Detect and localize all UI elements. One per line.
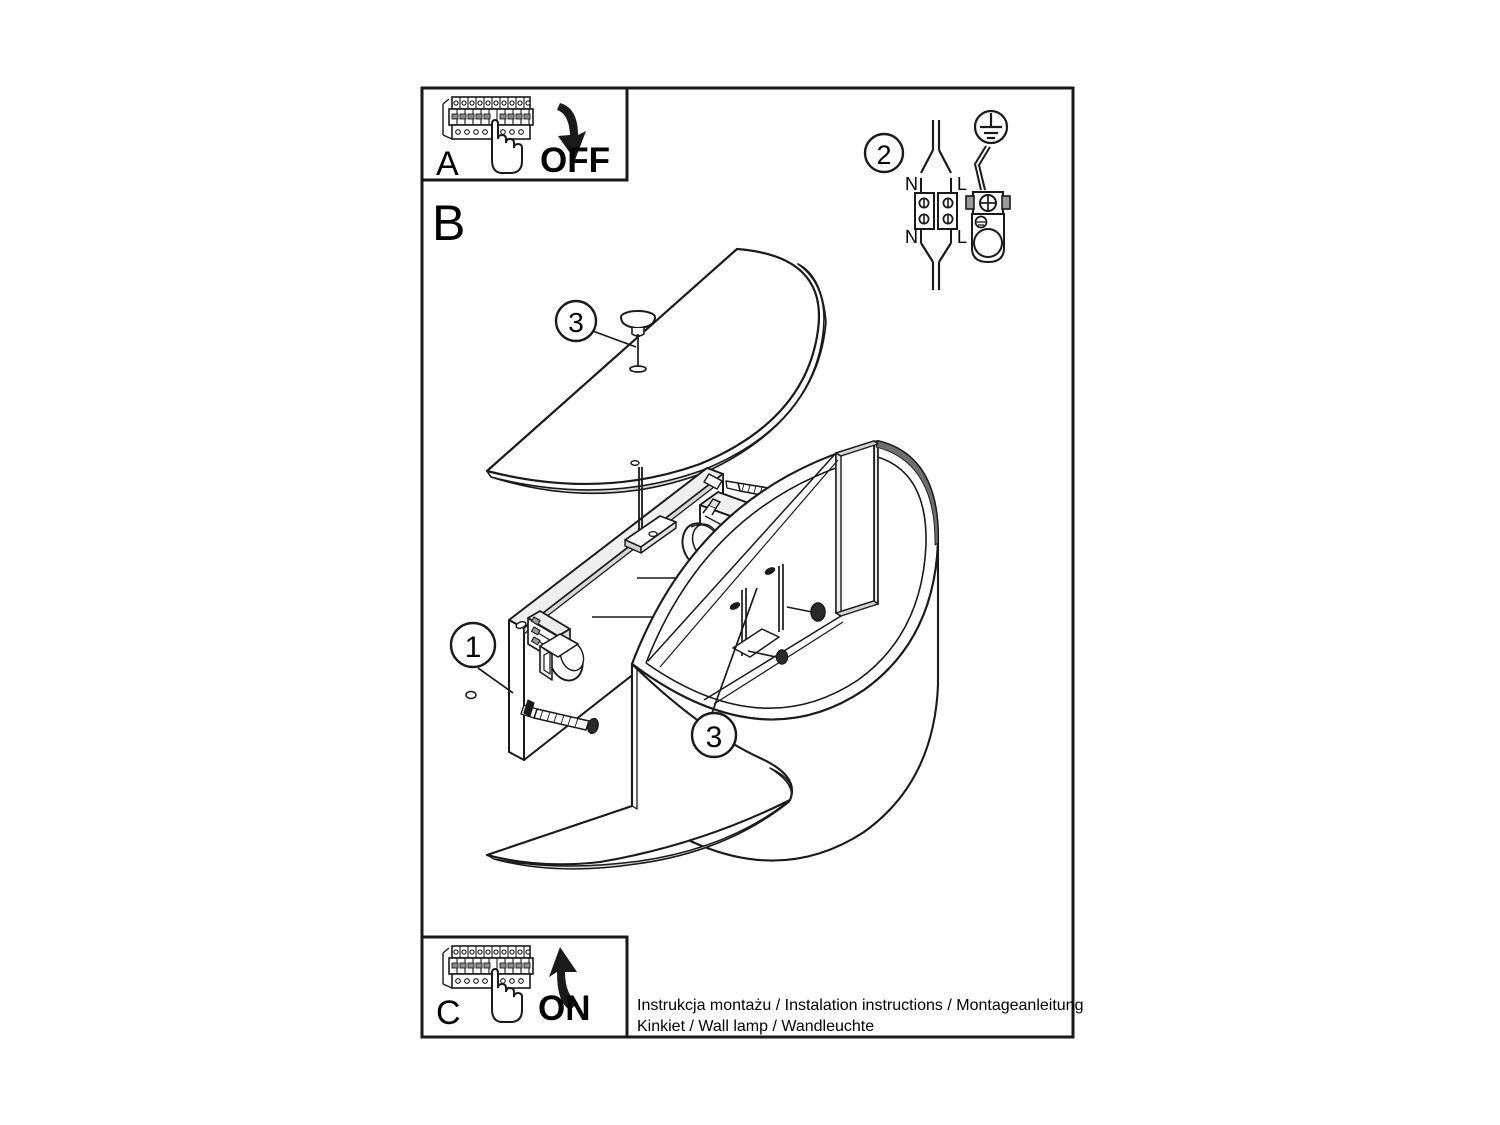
top-shade-thumbscrew [620, 310, 656, 373]
earth-ground-symbol-icon [973, 109, 1009, 145]
screw-lower [465, 690, 599, 735]
panel-2-group: 2 N L N [863, 109, 1011, 290]
caption-line-2: Kinkiet / Wall lamp / Wandleuchte [637, 1018, 874, 1035]
callout-3-lower-number: 3 [706, 721, 723, 754]
panel-a-box [420, 86, 629, 182]
panel-c-label: C [436, 994, 461, 1032]
hand-pointing-icon [491, 118, 523, 174]
earth-wire [973, 145, 991, 191]
plate-terminal-block [515, 610, 585, 682]
circuit-breaker-panel-icon-c [442, 945, 534, 989]
panel-c-action-text: ON [538, 989, 591, 1028]
curved-arrow-up-icon [549, 947, 578, 1010]
caption-line-1: Instrukcja montażu / Instalation instruc… [637, 997, 1083, 1014]
terminal-label-n-bottom: N [905, 227, 918, 247]
panel-a-label: A [436, 145, 459, 183]
terminal-label-n-top: N [905, 174, 918, 194]
terminal-block-icon [914, 120, 958, 290]
terminal-label-l-bottom: L [957, 227, 967, 247]
panel-a-action-text: OFF [540, 141, 610, 180]
panel-c-box [420, 935, 629, 1039]
sheet-border [420, 86, 1075, 1039]
bottom-shade-part [485, 662, 793, 870]
shade-thumbscrew-right [786, 602, 826, 622]
callout-1: 1 [449, 621, 514, 694]
callout-3-upper: 3 [554, 299, 637, 348]
circuit-breaker-panel-icon [442, 96, 534, 140]
callout-2-number: 2 [876, 140, 891, 170]
callout-circle-2 [863, 132, 905, 174]
wall-lamp-exploded-assembly: 3 [449, 247, 940, 870]
panel-a-group: A OFF [420, 86, 629, 183]
hand-pointing-icon-c [491, 967, 523, 1023]
callout-3-lower: 3 [690, 587, 758, 759]
curved-arrow-down-icon [557, 103, 586, 160]
shade-thumbscrew-lower [747, 649, 789, 665]
panel-b-label: B [432, 195, 465, 251]
panel-c-group: C ON [420, 935, 629, 1039]
callout-1-number: 1 [465, 631, 482, 664]
terminal-label-l-top: L [957, 174, 967, 194]
earth-terminal-screw-icon [965, 191, 1011, 264]
callout-3-upper-number: 3 [568, 307, 584, 338]
